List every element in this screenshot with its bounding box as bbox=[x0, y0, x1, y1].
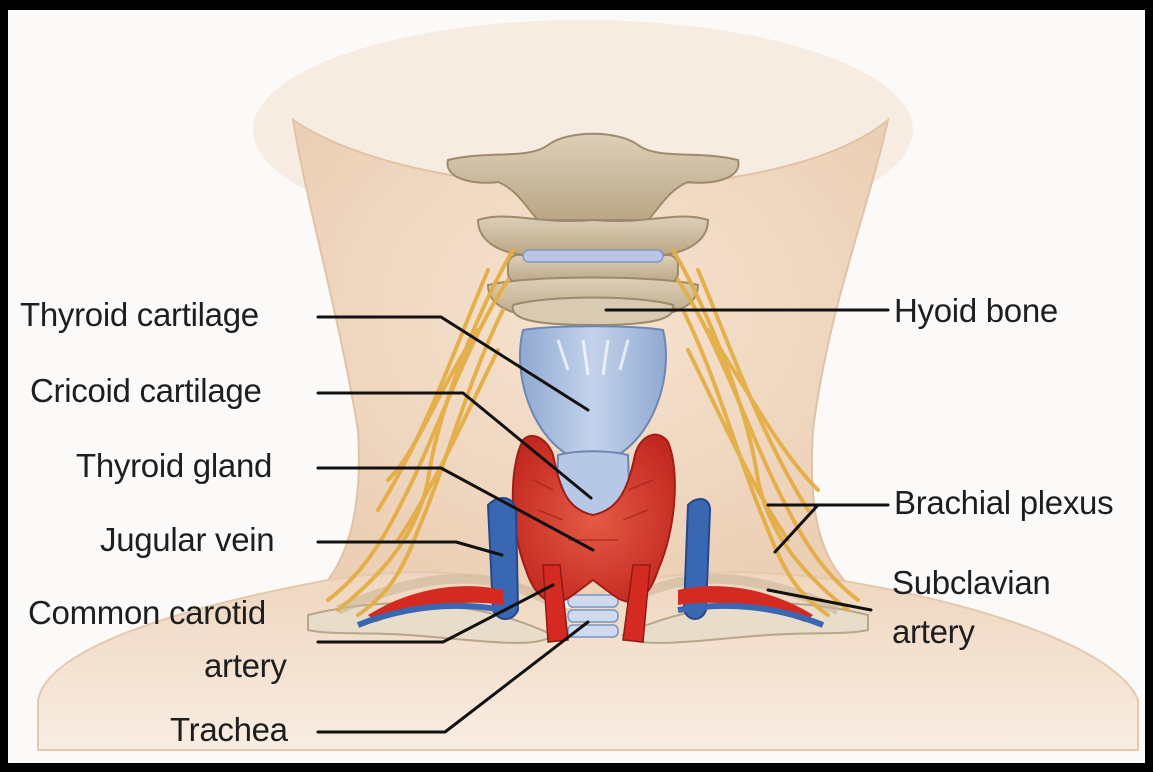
label-jugular-vein: Jugular vein bbox=[100, 522, 274, 558]
label-subclavian-line1: Subclavian bbox=[892, 565, 1050, 601]
label-thyroid-gland: Thyroid gland bbox=[76, 448, 272, 484]
label-brachial-plexus: Brachial plexus bbox=[894, 485, 1113, 521]
label-trachea: Trachea bbox=[170, 712, 288, 748]
copyright-notice: Copyright © 2013 Joseph E. Muscolino. bbox=[28, 762, 172, 771]
label-cricoid-cartilage: Cricoid cartilage bbox=[30, 373, 262, 409]
label-common-carotid-line1: Common carotid bbox=[28, 595, 266, 631]
label-common-carotid-line2: artery bbox=[204, 648, 287, 684]
label-thyroid-cartilage: Thyroid cartilage bbox=[20, 297, 259, 333]
label-hyoid-bone: Hyoid bone bbox=[894, 293, 1058, 329]
label-subclavian-line2: artery bbox=[892, 614, 975, 650]
